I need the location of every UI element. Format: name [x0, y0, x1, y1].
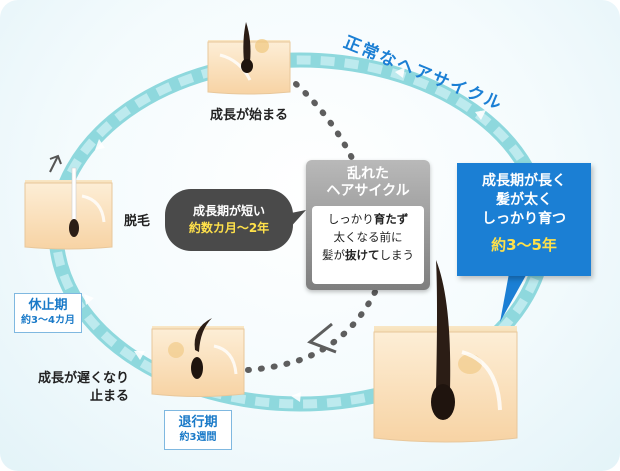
stage-shed-label: 脱毛	[124, 214, 151, 229]
dotted-arrow-icon	[245, 81, 378, 373]
long-growth-line1: 成長期が長く	[482, 173, 566, 189]
long-growth-line2: 髪が太く	[496, 192, 552, 208]
hair-follicle-icon-resting	[24, 167, 113, 250]
disordered-title-line2: ヘアサイクル	[326, 183, 410, 199]
disordered-desc-line2: 太くなる前に	[333, 230, 403, 244]
desc-text: しまう	[379, 248, 415, 262]
disordered-title: 乱れた ヘアサイクル	[306, 166, 430, 200]
disordered-cycle-box: 乱れた ヘアサイクル しっかり育たず 太くなる前に 髪が抜けてしまう	[306, 160, 430, 290]
hair-follicle-icon-regression	[151, 318, 245, 397]
stage-slow-line2: 止まる	[90, 389, 130, 404]
disordered-desc-line3: 髪が抜けてしまう	[312, 246, 424, 264]
long-growth-line3: しっかり育つ	[482, 211, 566, 227]
short-growth-bubble: 成長期が短い 約数カ月～2年	[165, 189, 293, 251]
desc-text: 髪が	[322, 248, 345, 262]
resting-period-duration: 約3～4カ月	[21, 315, 75, 326]
desc-text: しっかり	[327, 212, 374, 226]
stage-start-label: 成長が始まる	[210, 108, 289, 123]
short-growth-line2: 約数カ月～2年	[188, 221, 270, 235]
long-growth-box: 成長期が長く 髪が太く しっかり育つ 約3～5年	[457, 163, 591, 276]
disordered-description: しっかり育たず 太くなる前に 髪が抜けてしまう	[312, 206, 424, 284]
hollow-arrow-icon	[307, 322, 337, 354]
regression-period-name: 退行期	[178, 415, 218, 430]
hair-follicle-icon-growth	[373, 260, 518, 443]
regression-period-box: 退行期 約3週間	[164, 410, 232, 450]
disordered-desc-line1: しっかり育たず	[312, 210, 424, 228]
up-arrow-icon	[49, 154, 62, 173]
desc-emphasis: 育たず	[373, 212, 409, 226]
resting-period-name: 休止期	[28, 298, 68, 313]
desc-emphasis: 抜けて	[345, 248, 380, 262]
short-growth-line1: 成長期が短い	[192, 204, 265, 218]
resting-period-box: 休止期 約3～4カ月	[14, 293, 82, 333]
disordered-title-line1: 乱れた	[347, 166, 389, 182]
callout-pointer	[500, 268, 530, 322]
long-growth-period: 約3～5年	[491, 236, 557, 254]
hair-follicle-icon-start	[207, 22, 291, 95]
stage-slow-line1: 成長が遅くなり	[38, 371, 130, 386]
stage-slow-label: 成長が遅くなり 止まる	[38, 370, 129, 406]
regression-period-duration: 約3週間	[179, 432, 217, 443]
